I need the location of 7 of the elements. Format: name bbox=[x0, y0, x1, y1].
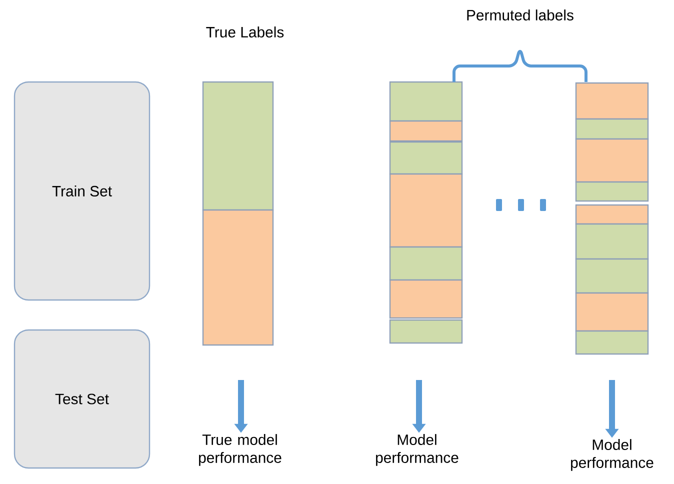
heading: True Labels bbox=[206, 26, 284, 38]
set-box: Test Set bbox=[14, 329, 150, 469]
set-box: Train Set bbox=[14, 81, 150, 301]
result-text: Model performance bbox=[376, 434, 458, 466]
result-text: True model performance bbox=[199, 434, 282, 466]
result-text: Model performance bbox=[571, 439, 654, 471]
heading: Permuted labels bbox=[467, 10, 574, 20]
